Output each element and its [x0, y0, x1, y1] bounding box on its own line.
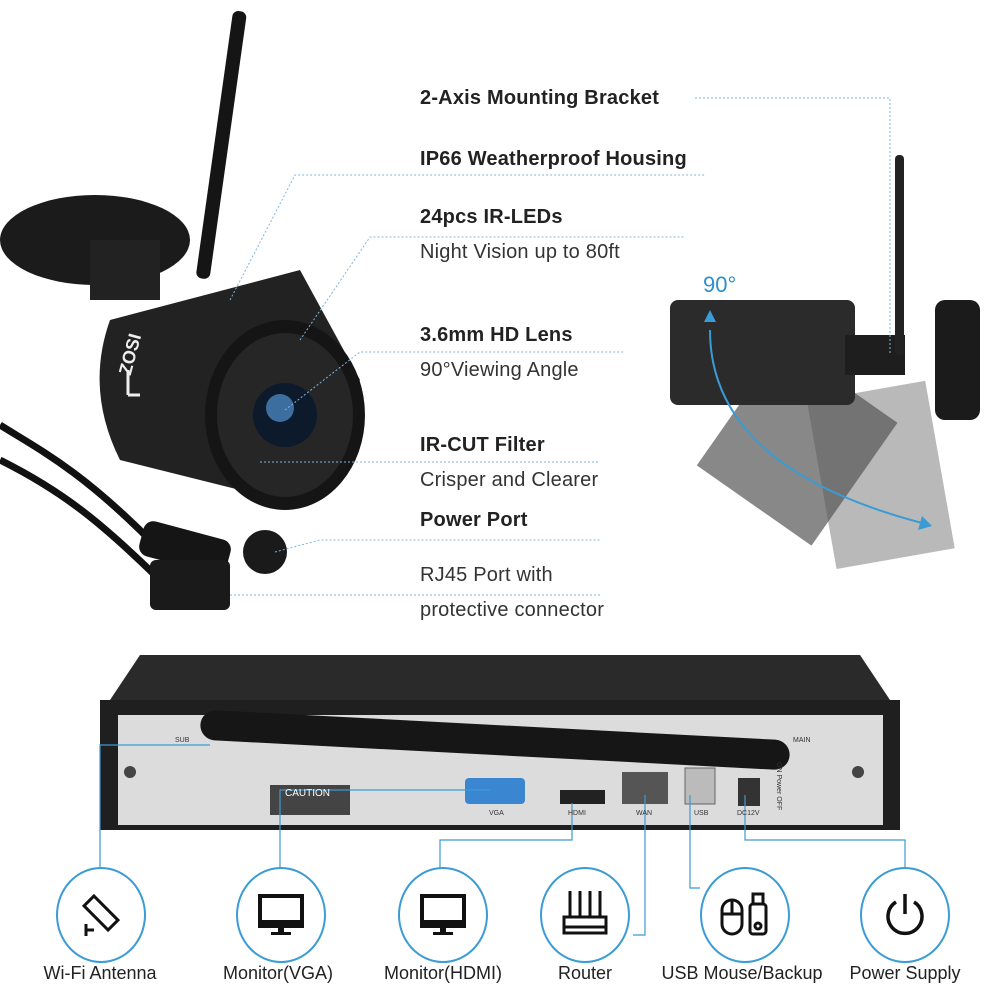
connection-label-power: Power Supply [849, 963, 961, 983]
monitor-icon [258, 894, 304, 935]
power-icon [886, 894, 924, 936]
nvr-wan-label: WAN [636, 810, 653, 817]
wifi-antenna-circle [56, 867, 146, 963]
connection-label-router: Router [557, 963, 613, 983]
feature-bracket: 2-Axis Mounting Bracket [420, 87, 660, 109]
feature-rj45: RJ45 Port with [420, 564, 553, 586]
feature-ir-leds-sub: Night Vision up to 80ft [420, 241, 620, 263]
connection-label-vga: Monitor(VGA) [222, 963, 334, 983]
connection-label-hdmi: Monitor(HDMI) [383, 963, 503, 983]
monitor-icon [420, 894, 466, 935]
nvr-caution-label: CAUTION [285, 788, 330, 799]
feature-power-port: Power Port [420, 509, 528, 531]
leader-lines [229, 97, 891, 596]
camera-brand-logo [126, 370, 140, 397]
feature-lens-sub: 90°Viewing Angle [420, 359, 579, 381]
feature-rj45-sub: protective connector [420, 599, 605, 621]
router-icon [562, 891, 608, 935]
nvr-vga-label: VGA [489, 810, 504, 817]
feature-lens: 3.6mm HD Lens [420, 324, 573, 346]
router-circle [540, 867, 630, 963]
usb-circle [700, 867, 790, 963]
feature-ircut: IR-CUT Filter [420, 434, 545, 456]
nvr-hdmi-label: HDMI [568, 810, 586, 817]
connection-lines [99, 744, 906, 936]
nvr-sub-label: SUB [175, 737, 190, 744]
connection-label-wifi: Wi-Fi Antenna [43, 963, 157, 983]
connection-label-usb: USB Mouse/Backup [661, 963, 823, 983]
mouse-usb-icon [720, 892, 768, 936]
monitor-vga-circle [236, 867, 326, 963]
nvr-usb-label: USB [694, 810, 709, 817]
camera-main [0, 11, 365, 610]
nvr-dc-label: DC12V [737, 810, 760, 817]
nvr-recorder [100, 655, 900, 830]
power-circle [860, 867, 950, 963]
wifi-camera-icon [81, 893, 121, 936]
rotation-label: 90° [703, 272, 737, 297]
feature-housing: IP66 Weatherproof Housing [420, 148, 687, 170]
feature-ir-leds: 24pcs IR-LEDs [420, 206, 563, 228]
camera-rotation-view [670, 155, 980, 570]
nvr-main-label: MAIN [793, 737, 811, 744]
feature-ircut-sub: Crisper and Clearer [420, 469, 599, 491]
nvr-power-switch-label: ON Power OFF [775, 762, 782, 811]
monitor-hdmi-circle [398, 867, 488, 963]
